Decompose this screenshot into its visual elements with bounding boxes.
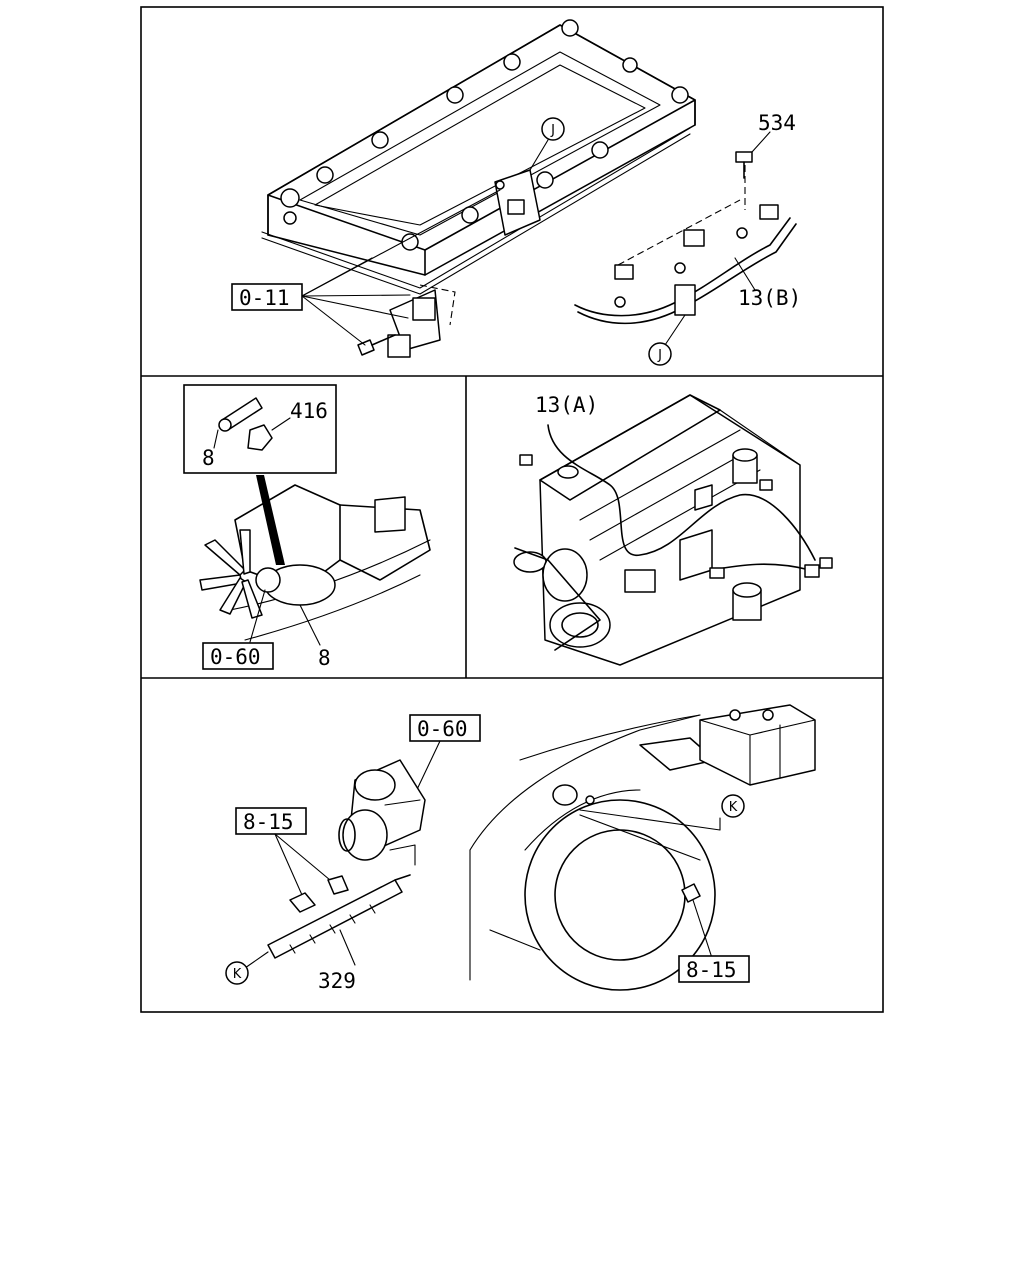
fan-blades bbox=[199, 529, 263, 619]
battery-cable-329 bbox=[267, 874, 411, 966]
label-8-sensor: 8 bbox=[318, 646, 331, 670]
label-0-60-starter: 0-60 bbox=[417, 717, 468, 741]
callout-j-bottom-text: J bbox=[657, 348, 662, 363]
diagram-frame bbox=[140, 6, 884, 1013]
label-13a: 13(A) bbox=[535, 393, 598, 417]
sensor-bracket bbox=[357, 284, 456, 358]
engine-illustration bbox=[513, 394, 801, 666]
label-0-60-fan: 0-60 bbox=[210, 645, 261, 669]
bolt-and-nut bbox=[289, 875, 349, 913]
panel-engine-harness: 13(A) bbox=[513, 393, 833, 666]
label-8-15-left: 8-15 bbox=[243, 810, 294, 834]
leaders-0-11 bbox=[301, 189, 501, 346]
label-534: 534 bbox=[758, 111, 796, 135]
harness-13a bbox=[519, 424, 833, 579]
label-0-11: 0-11 bbox=[239, 286, 290, 310]
label-416: 416 bbox=[290, 399, 328, 423]
label-8-inset: 8 bbox=[202, 446, 215, 470]
callout-circle-k-right: K bbox=[721, 794, 745, 818]
vehicle-chassis-illustration bbox=[469, 704, 816, 991]
panel-fan-sensor: 416 8 0-60 8 bbox=[183, 384, 431, 670]
callout-circle-j-bottom: J bbox=[648, 342, 672, 366]
filter-can-bottom bbox=[732, 582, 762, 621]
label-8-15-right: 8-15 bbox=[686, 958, 737, 982]
panel-starter-cable: 0-60 8-15 329 bbox=[225, 704, 816, 993]
label-box-0-60-p2: 0-60 bbox=[202, 642, 274, 670]
bracket-j bbox=[494, 139, 549, 236]
filter-can-top bbox=[732, 448, 758, 484]
callout-circle-k-left: K bbox=[225, 961, 249, 985]
label-box-8-15-right: 8-15 bbox=[678, 955, 750, 983]
callout-k-left-text: K bbox=[233, 967, 242, 982]
label-329: 329 bbox=[318, 969, 356, 993]
starter-motor bbox=[338, 759, 426, 866]
panel-oil-pan-harness: J 0-11 bbox=[231, 19, 801, 366]
engine-sketch-front bbox=[199, 484, 431, 641]
callout-circle-j-top: J bbox=[541, 117, 565, 141]
terminal-nut bbox=[681, 883, 713, 959]
callout-k-right-text: K bbox=[729, 800, 738, 815]
callout-j-top-text: J bbox=[550, 123, 555, 138]
label-13b: 13(B) bbox=[738, 286, 801, 310]
bolt-534 bbox=[735, 131, 771, 179]
oil-pan-illustration bbox=[261, 19, 696, 295]
label-box-0-11: 0-11 bbox=[231, 283, 303, 311]
harness-13b bbox=[574, 165, 797, 346]
label-box-0-60-p4: 0-60 bbox=[409, 714, 481, 742]
battery bbox=[699, 704, 816, 786]
inset-box bbox=[183, 384, 337, 474]
label-box-8-15-left: 8-15 bbox=[235, 807, 307, 835]
pointer-wedge bbox=[256, 475, 285, 565]
